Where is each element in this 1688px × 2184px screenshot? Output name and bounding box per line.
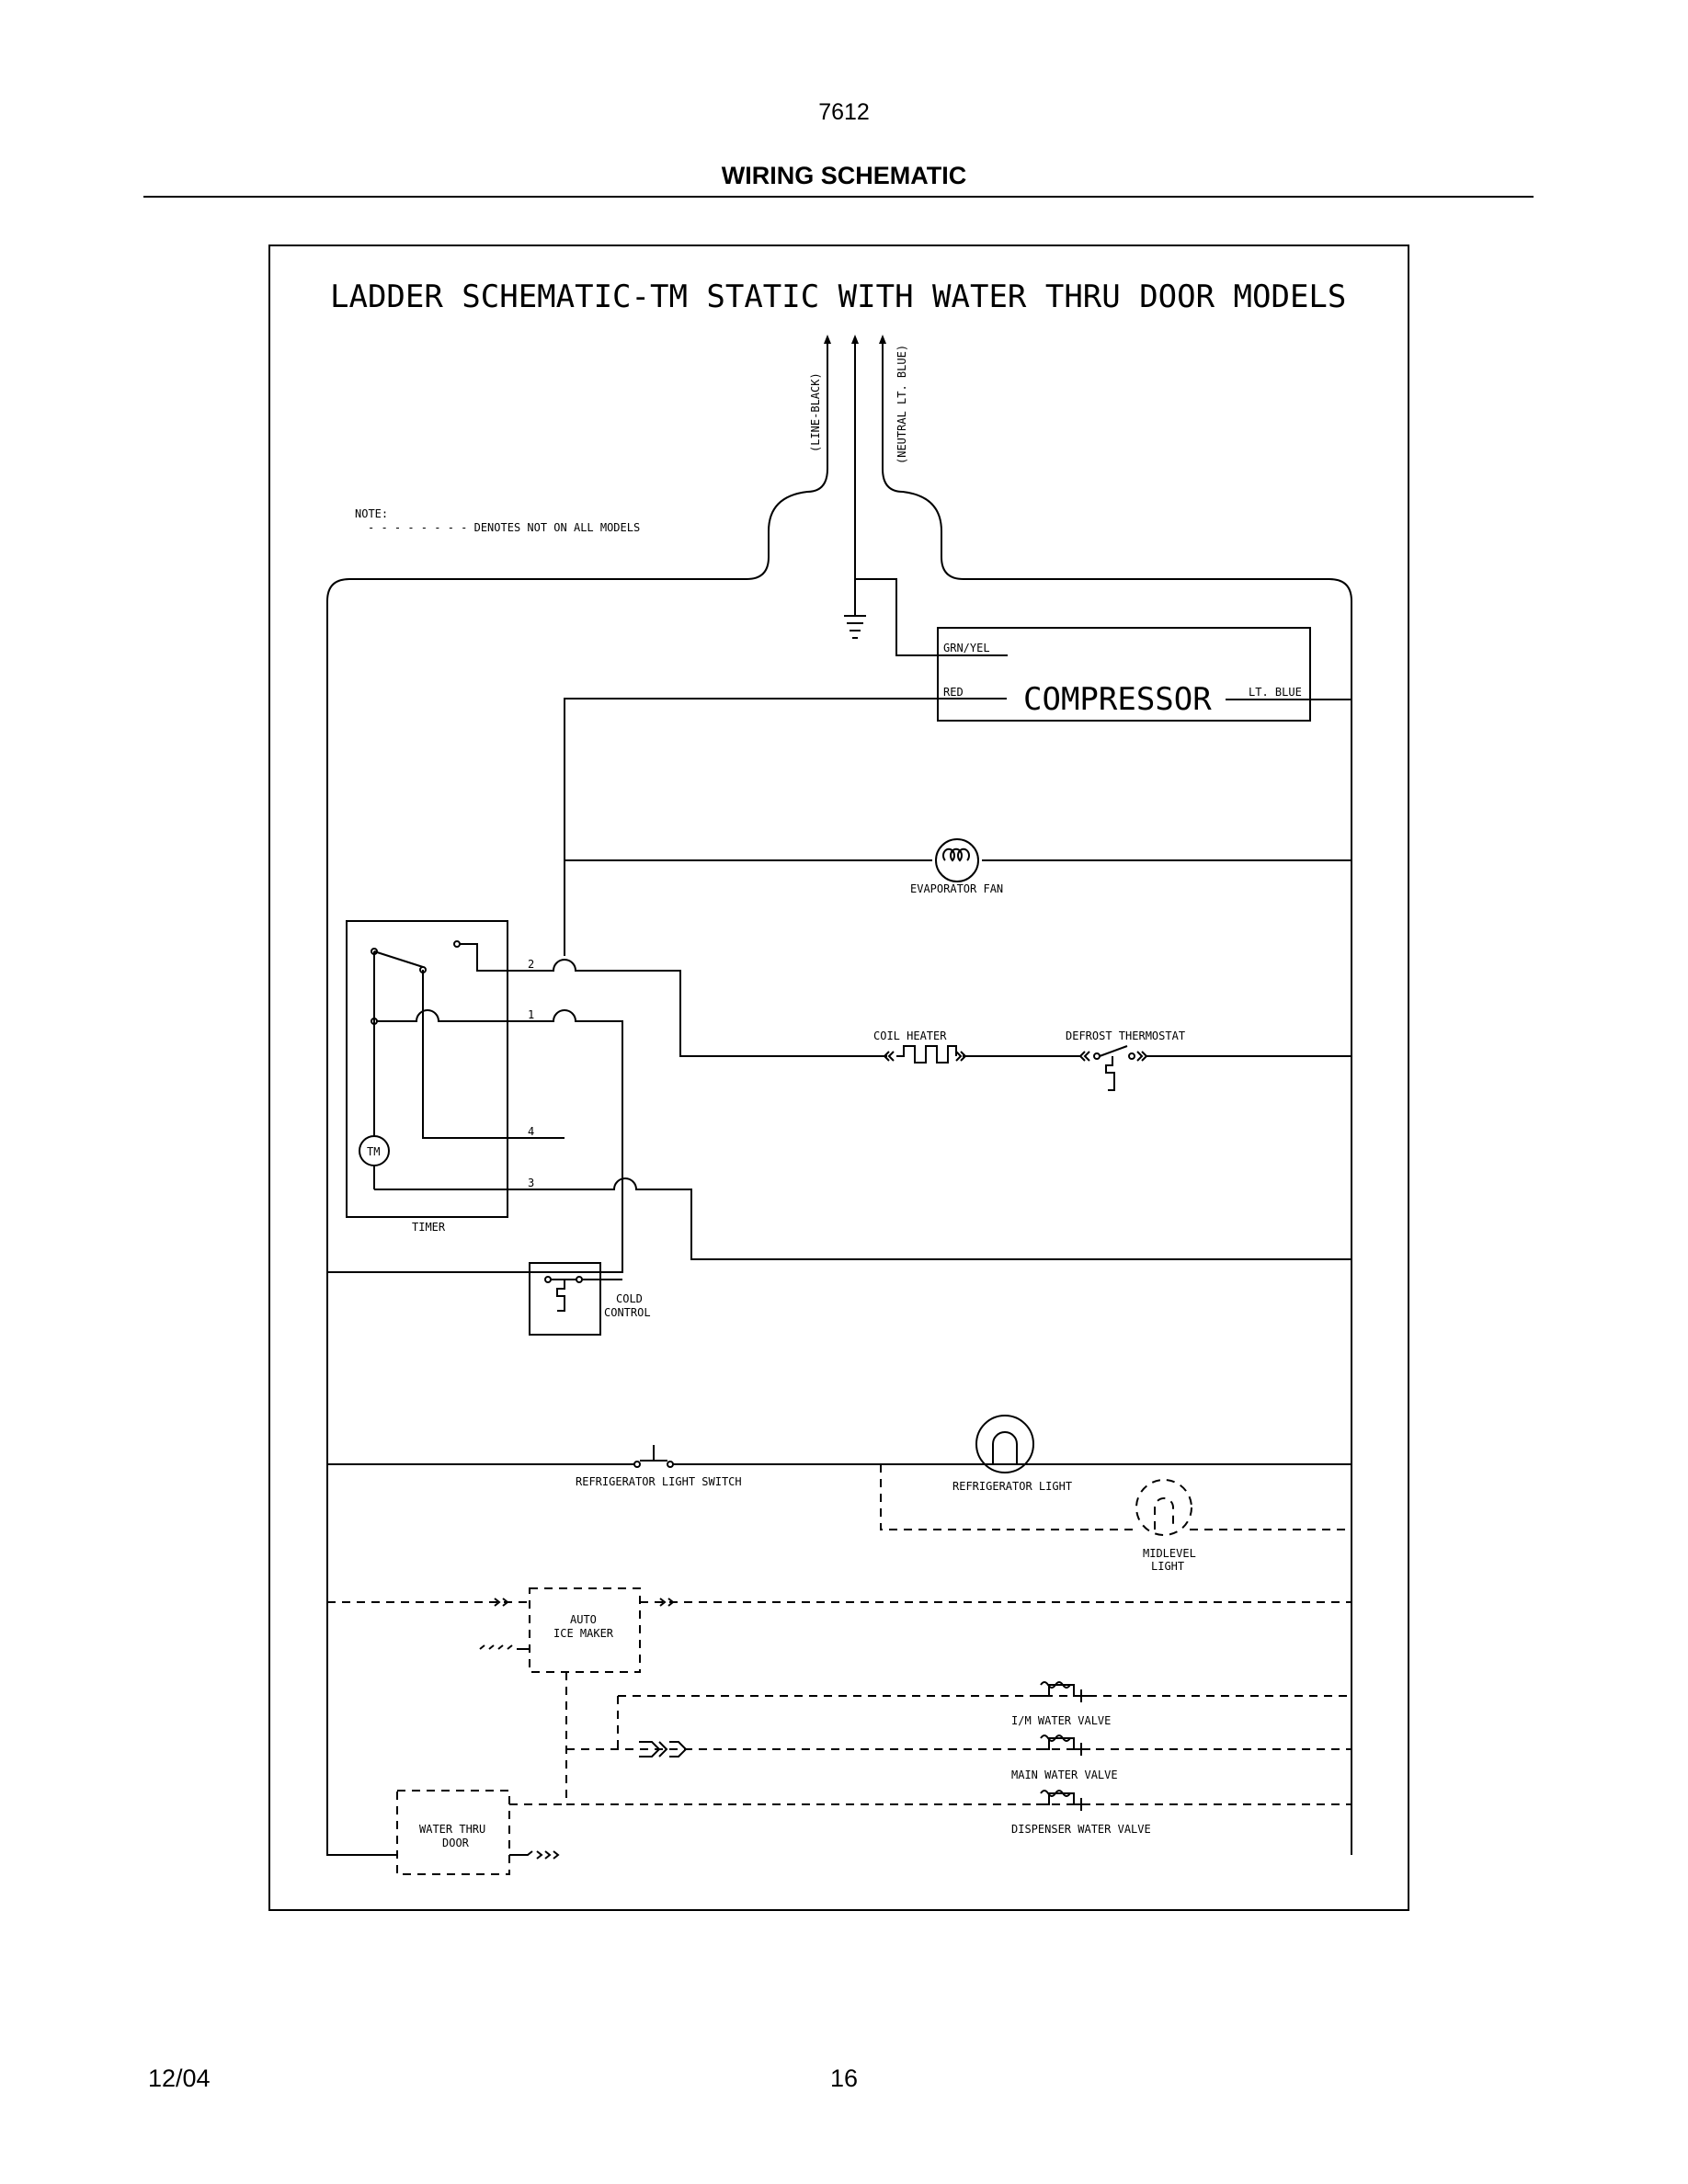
water-valves: I/M WATER VALVE MAIN WATER VALVE DISPENS… <box>565 1672 1352 1836</box>
supply-leads: (LINE-BLACK) (NEUTRAL LT. BLUE) <box>326 335 1352 1856</box>
page-number: 16 <box>829 2065 859 2092</box>
water-thru-door-label-2: DOOR <box>442 1837 470 1849</box>
timer: TIMER TM 2 1 4 3 <box>327 920 1352 1273</box>
im-water-valve-label: I/M WATER VALVE <box>1011 1714 1111 1727</box>
water-thru-door: WATER THRU DOOR <box>396 1790 566 1875</box>
auto-ice-maker: AUTO ICE MAKER <box>327 1587 1352 1673</box>
schematic-title: LADDER SCHEMATIC-TM STATIC WITH WATER TH… <box>330 279 1346 315</box>
midlevel-light-icon <box>1135 1479 1192 1536</box>
header-rule <box>143 196 1534 198</box>
cold-control-label-1: COLD <box>616 1292 643 1305</box>
refrigerator-light-label: REFRIGERATOR LIGHT <box>952 1480 1072 1493</box>
compressor-label: COMPRESSOR <box>1023 681 1212 718</box>
evaporator-fan-label: EVAPORATOR FAN <box>910 882 1003 895</box>
midlevel-light-label-2: LIGHT <box>1151 1560 1184 1573</box>
timer-motor-label: TM <box>367 1145 380 1158</box>
note: NOTE: - - - - - - - - DENOTES NOT ON ALL… <box>355 507 640 534</box>
timer-terminal-3: 3 <box>528 1177 534 1189</box>
neutral-label: (NEUTRAL LT. BLUE) <box>895 345 908 464</box>
evaporator-fan-icon <box>935 838 979 882</box>
water-thru-door-label-1: WATER THRU <box>419 1823 485 1836</box>
ice-maker-label-2: ICE MAKER <box>553 1627 614 1640</box>
refrigerator-light-icon <box>975 1415 1034 1473</box>
footer-date: 12/04 <box>148 2065 211 2092</box>
line-black-label: (LINE-BLACK) <box>809 372 822 452</box>
timer-label: TIMER <box>412 1221 446 1234</box>
model-number: 7612 <box>818 99 870 125</box>
timer-terminal-2: 2 <box>528 958 534 971</box>
cold-control-label-2: CONTROL <box>604 1306 651 1319</box>
midlevel-light-circuit: MIDLEVEL LIGHT <box>880 1464 1352 1573</box>
main-water-valve-icon <box>1036 1735 1090 1756</box>
note-text: - - - - - - - - DENOTES NOT ON ALL MODEL… <box>368 521 640 534</box>
timer-terminal-4: 4 <box>528 1125 534 1138</box>
midlevel-light-label-1: MIDLEVEL <box>1143 1547 1196 1560</box>
compressor: GRN/YEL RED COMPRESSOR LT. BLUE <box>937 627 1311 722</box>
ground-wire <box>854 343 942 656</box>
ground-icon <box>844 579 866 639</box>
dispenser-water-valve-icon <box>1036 1790 1090 1811</box>
schematic-frame <box>268 245 1409 1911</box>
refrigerator-light-circuit: REFRIGERATOR LIGHT SWITCH REFRIGERATOR L… <box>327 1415 1352 1493</box>
ice-maker-label-1: AUTO <box>570 1613 597 1626</box>
grn-yel-label: GRN/YEL <box>943 642 990 654</box>
dispenser-water-valve-label: DISPENSER WATER VALVE <box>1011 1823 1151 1836</box>
line-black-wire <box>326 343 828 1856</box>
defrost-thermostat-label: DEFROST THERMOSTAT <box>1066 1029 1185 1042</box>
section-title: WIRING SCHEMATIC <box>721 162 967 189</box>
note-label: NOTE: <box>355 507 388 520</box>
lt-blue-label: LT. BLUE <box>1249 686 1302 699</box>
timer-switch-arm <box>373 950 424 968</box>
timer-terminal-1: 1 <box>528 1008 534 1021</box>
red-label: RED <box>943 686 964 699</box>
coil-heater: COIL HEATER <box>873 1029 1080 1064</box>
neutral-wire <box>882 343 1352 1855</box>
im-water-valve-icon <box>1036 1681 1090 1702</box>
refrigerator-light-switch-label: REFRIGERATOR LIGHT SWITCH <box>576 1475 742 1488</box>
timer-motor-icon <box>359 1135 390 1166</box>
coil-heater-label: COIL HEATER <box>873 1029 947 1042</box>
cold-control: COLD CONTROL <box>529 1262 651 1336</box>
main-water-valve-label: MAIN WATER VALVE <box>1011 1769 1118 1781</box>
defrost-thermostat: DEFROST THERMOSTAT <box>1066 1029 1352 1091</box>
compressor-circuit-wire <box>564 698 1352 956</box>
